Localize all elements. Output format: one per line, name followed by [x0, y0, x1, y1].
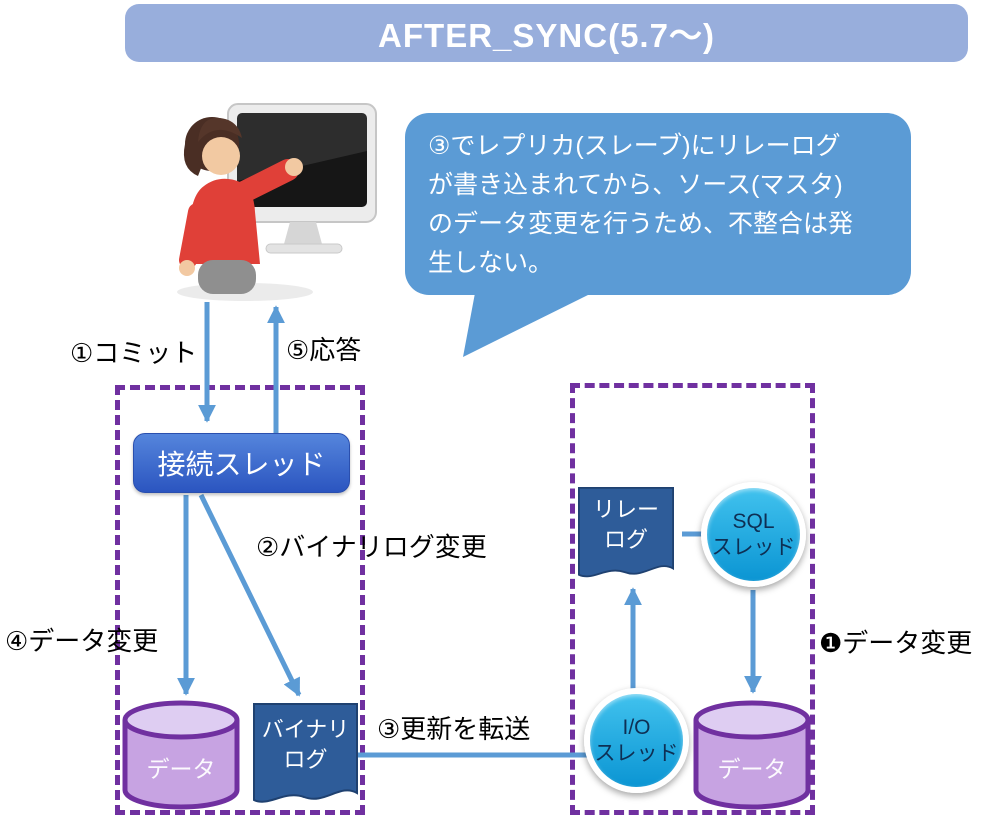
diagram-title: AFTER_SYNC(5.7～) — [378, 17, 715, 54]
sql-thread-label-line1: SQL — [732, 509, 775, 533]
speech-bubble-line: 生しない。 — [428, 249, 554, 277]
speech-bubble-line: のデータ変更を行うため、不整合は発 — [428, 210, 854, 238]
speech-bubble-line: が書き込まれてから、ソース(マスタ) — [428, 171, 843, 199]
sql-thread-label-line2: スレッド — [711, 535, 796, 559]
speech-bubble: ③でレプリカ(スレーブ)にリレーログ が書き込まれてから、ソース(マスタ) のデ… — [405, 113, 911, 295]
connection-thread-node: 接続スレッド — [133, 433, 350, 493]
relay-log-label: リレー ログ — [592, 497, 659, 552]
user-computer-illustration — [177, 103, 377, 301]
relay-log-node: リレー ログ — [578, 487, 674, 583]
source-group-box — [115, 385, 365, 815]
source-data-node: データ — [119, 698, 243, 814]
title-bar: AFTER_SYNC(5.7～) — [125, 4, 968, 62]
label-step3-transfer: ③更新を転送 — [377, 714, 531, 744]
io-thread-label-line2: スレッド — [594, 741, 679, 765]
label-step2-binlog-change: ②バイナリログ変更 — [256, 532, 487, 562]
replica-data-node: データ — [690, 698, 814, 814]
source-data-label: データ — [146, 756, 216, 782]
speech-bubble-tail — [463, 293, 592, 357]
label-replica-step1-data-change: ❶データ変更 — [819, 628, 973, 658]
binary-log-node: バイナリ ログ — [253, 703, 358, 809]
io-thread-node: I/O スレッド — [584, 688, 689, 793]
label-step1-commit: ①コミット — [70, 338, 198, 368]
label-step4-data-change: ④データ変更 — [5, 626, 159, 656]
person-icon — [179, 117, 303, 294]
label-step5-response: ⑤応答 — [286, 335, 362, 365]
replica-data-label: データ — [717, 756, 787, 782]
replica-group-box — [570, 383, 815, 815]
sql-thread-node: SQL スレッド — [701, 482, 806, 587]
binary-log-label: バイナリ ログ — [261, 717, 350, 772]
io-thread-label-line1: I/O — [622, 715, 651, 739]
connection-thread-label: 接続スレッド — [157, 449, 326, 480]
speech-bubble-line: ③でレプリカ(スレーブ)にリレーログ — [428, 132, 841, 160]
